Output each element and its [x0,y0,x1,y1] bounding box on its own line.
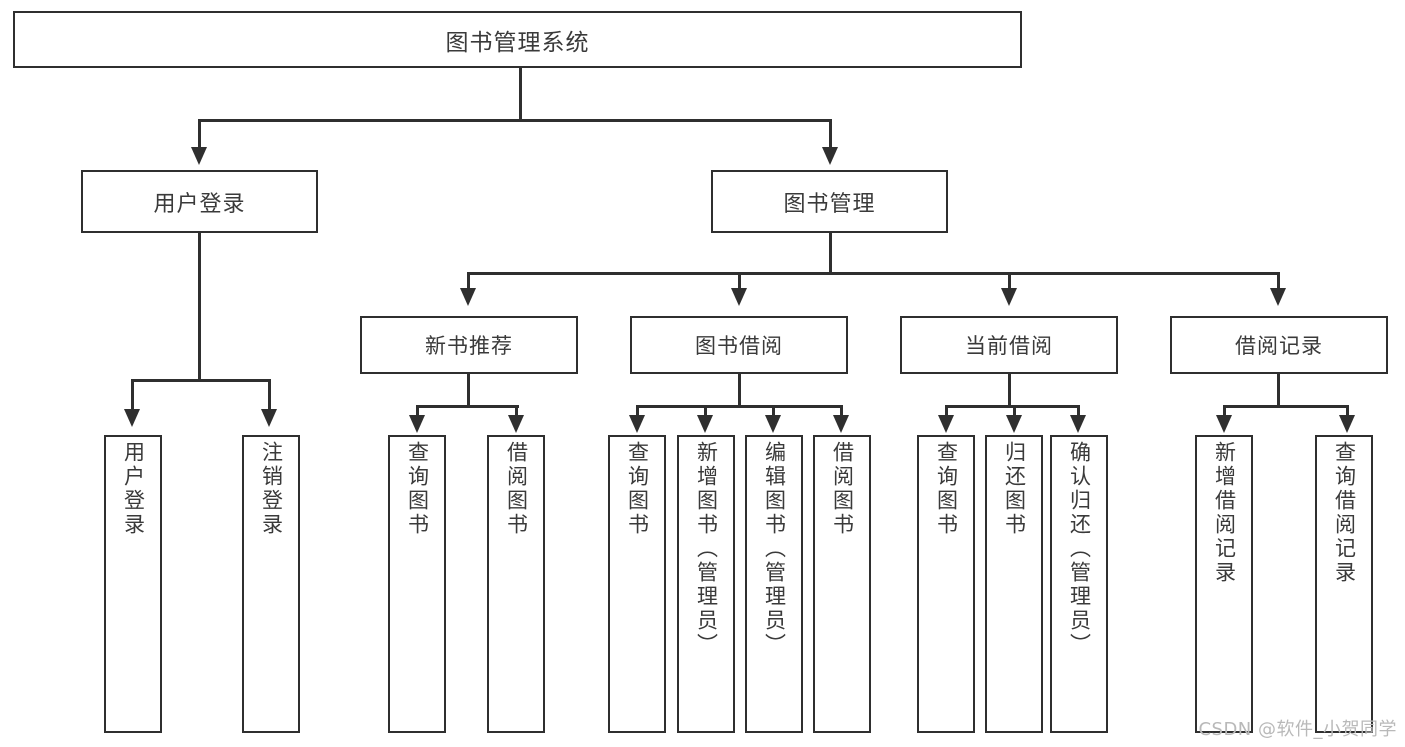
leaf-bb-edit-book-admin[interactable]: 编辑图书（管理员） [745,435,803,733]
watermark: CSDN @软件_小贺同学 [1198,719,1397,740]
leaf-bb-query-book[interactable]: 查询图书 [608,435,666,733]
leaf-label: 借阅图书 [830,441,855,537]
arrowhead-book-borrow [731,288,747,306]
node-book-borrow[interactable]: 图书借阅 [630,316,848,374]
arrowhead-bb-leaf-1 [629,415,645,433]
leaf-label: 查询图书 [934,441,959,537]
node-label: 图书管理 [783,191,876,217]
connector-br-stem [1277,374,1280,407]
leaf-br-query-record[interactable]: 查询借阅记录 [1315,435,1373,733]
leaf-label: 查询图书 [405,441,430,537]
leaf-label: 注销登录 [259,441,284,537]
connector-user-login-to-leaf-1 [131,379,134,411]
node-label: 用户登录 [153,191,246,217]
leaf-label: 编辑图书（管理员） [762,441,787,657]
connector-cb-to-leaf-3 [1077,405,1080,417]
connector-bm-to-book-borrow [738,272,741,290]
connector-br-to-leaf-1 [1223,405,1226,417]
connector-book-management-bus [467,272,1279,275]
leaf-cb-confirm-return-admin[interactable]: 确认归还（管理员） [1050,435,1108,733]
leaf-label: 归还图书 [1002,441,1027,537]
arrowhead-book-management [822,147,838,165]
node-new-book-recommend[interactable]: 新书推荐 [360,316,578,374]
connector-user-login-to-leaf-2 [268,379,271,411]
connector-nbr-bus [416,405,519,408]
node-borrow-record[interactable]: 借阅记录 [1170,316,1388,374]
leaf-cb-return-book[interactable]: 归还图书 [985,435,1043,733]
node-current-borrow[interactable]: 当前借阅 [900,316,1118,374]
arrowhead-nbr-leaf-1 [409,415,425,433]
connector-bm-to-new-book [467,272,470,290]
connector-root-bus [198,119,832,122]
arrowhead-bb-leaf-4 [833,415,849,433]
arrowhead-cb-leaf-1 [938,415,954,433]
arrowhead-user-login-leaf-1 [124,409,140,427]
leaf-label: 查询借阅记录 [1332,441,1357,585]
leaf-label: 借阅图书 [504,441,529,537]
arrowhead-bb-leaf-2 [697,415,713,433]
arrowhead-cb-leaf-3 [1070,415,1086,433]
arrowhead-current-borrow [1001,288,1017,306]
arrowhead-new-book-recommend [460,288,476,306]
connector-root-to-book-management [829,119,832,149]
node-book-management[interactable]: 图书管理 [711,170,948,233]
node-label: 借阅记录 [1235,334,1323,358]
arrowhead-user-login [191,147,207,165]
connector-user-login-bus [131,379,270,382]
connector-user-login-stem [198,233,201,381]
leaf-label: 新增图书（管理员） [694,441,719,657]
connector-cb-to-leaf-1 [945,405,948,417]
connector-bm-to-borrow-record [1277,272,1280,290]
connector-nbr-to-leaf-2 [515,405,518,417]
leaf-cb-query-book[interactable]: 查询图书 [917,435,975,733]
connector-br-bus [1223,405,1349,408]
connector-root-stem [519,68,522,121]
node-root-book-management-system[interactable]: 图书管理系统 [13,11,1022,68]
arrowhead-borrow-record [1270,288,1286,306]
leaf-bb-add-book-admin[interactable]: 新增图书（管理员） [677,435,735,733]
leaf-label: 用户登录 [121,441,146,537]
arrowhead-cb-leaf-2 [1006,415,1022,433]
connector-br-to-leaf-2 [1346,405,1349,417]
leaf-label: 新增借阅记录 [1212,441,1237,585]
leaf-user-login-logout[interactable]: 注销登录 [242,435,300,733]
connector-cb-bus [945,405,1079,408]
connector-book-management-stem [829,233,832,274]
node-user-login[interactable]: 用户登录 [81,170,318,233]
leaf-br-add-record[interactable]: 新增借阅记录 [1195,435,1253,733]
leaf-bb-borrow-book[interactable]: 借阅图书 [813,435,871,733]
connector-cb-to-leaf-2 [1013,405,1016,417]
leaf-user-login-user-login[interactable]: 用户登录 [104,435,162,733]
arrowhead-user-login-leaf-2 [261,409,277,427]
connector-bb-to-leaf-1 [636,405,639,417]
arrowhead-br-leaf-1 [1216,415,1232,433]
leaf-label: 确认归还（管理员） [1067,441,1092,657]
connector-nbr-stem [467,374,470,407]
connector-bb-to-leaf-3 [772,405,775,417]
connector-bb-bus [636,405,842,408]
connector-bb-to-leaf-2 [704,405,707,417]
node-label: 图书借阅 [695,334,783,358]
node-label: 新书推荐 [425,334,513,358]
connector-bb-stem [738,374,741,407]
arrowhead-nbr-leaf-2 [508,415,524,433]
leaf-nbr-query-book[interactable]: 查询图书 [388,435,446,733]
node-label: 当前借阅 [965,334,1053,358]
leaf-nbr-borrow-book[interactable]: 借阅图书 [487,435,545,733]
arrowhead-bb-leaf-3 [765,415,781,433]
leaf-label: 查询图书 [625,441,650,537]
connector-bb-to-leaf-4 [840,405,843,417]
connector-bm-to-current-borrow [1008,272,1011,290]
arrowhead-br-leaf-2 [1339,415,1355,433]
node-label: 图书管理系统 [445,29,590,56]
connector-cb-stem [1008,374,1011,407]
connector-root-to-user-login [198,119,201,149]
connector-nbr-to-leaf-1 [416,405,419,417]
